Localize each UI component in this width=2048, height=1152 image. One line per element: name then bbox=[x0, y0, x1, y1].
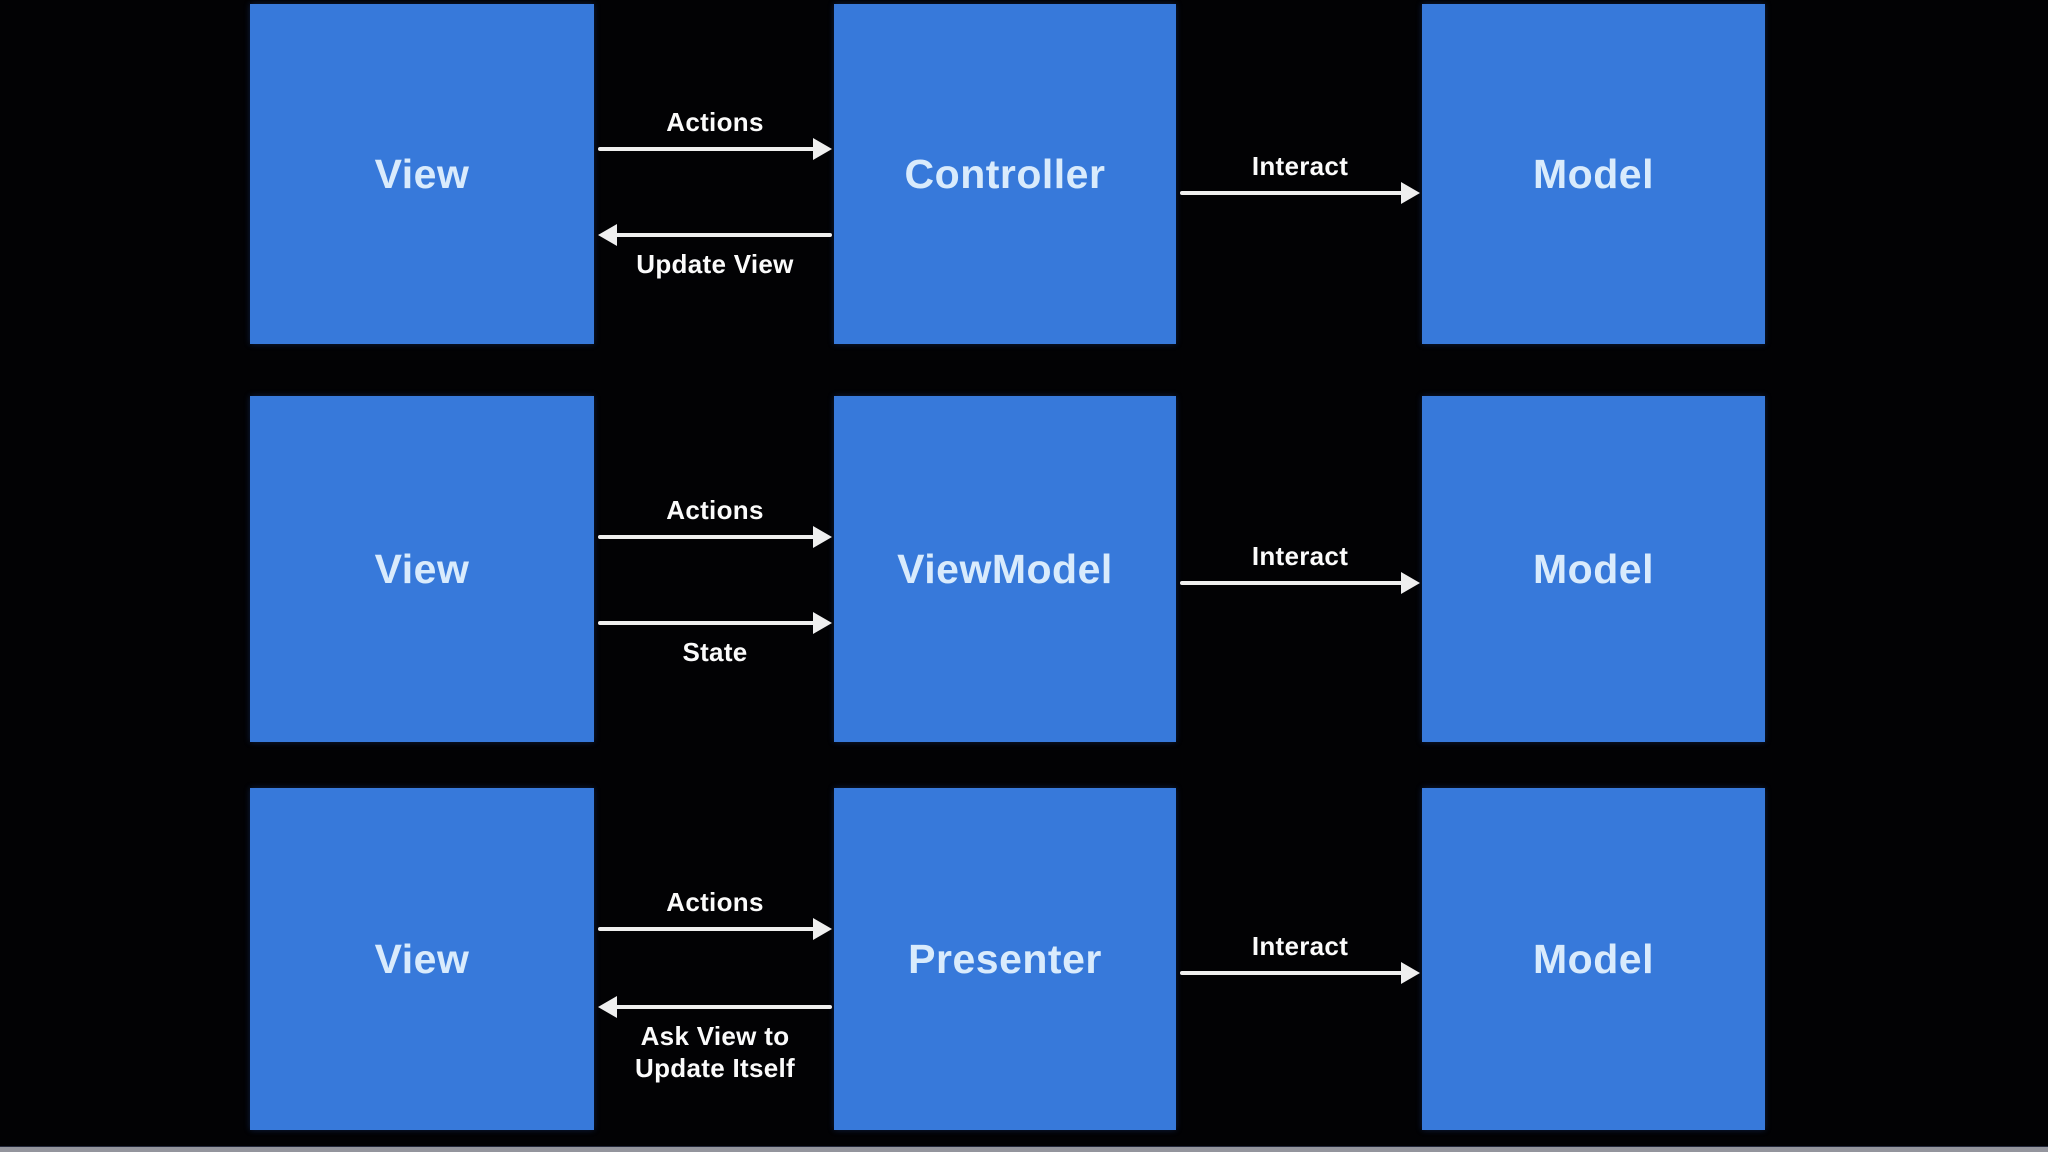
arrow-head-right-icon bbox=[1401, 572, 1420, 594]
box-presenter: Presenter bbox=[834, 788, 1176, 1130]
box-viewmodel: ViewModel bbox=[834, 396, 1176, 742]
box-controller: Controller bbox=[834, 4, 1176, 344]
arrow-line bbox=[1180, 971, 1406, 975]
bottom-edge-bar bbox=[0, 1146, 2048, 1152]
arrow-line bbox=[612, 233, 832, 237]
arrow-interact-row3-label: Interact bbox=[1251, 931, 1349, 961]
arrow-actions-row2-label: Actions bbox=[666, 495, 764, 525]
box-model-row3-label: Model bbox=[1533, 935, 1654, 982]
box-viewmodel-label: ViewModel bbox=[897, 545, 1113, 592]
arrow-line bbox=[598, 147, 818, 151]
arrow-update-view-label: Update View bbox=[636, 249, 794, 279]
arrow-head-right-icon bbox=[1401, 182, 1420, 204]
arrow-head-right-icon bbox=[813, 138, 832, 160]
box-view-row2-label: View bbox=[374, 545, 470, 592]
box-view-row3-label: View bbox=[374, 935, 470, 982]
arrow-line bbox=[598, 621, 818, 625]
arrow-state-label: State bbox=[682, 637, 748, 667]
box-model-row1-label: Model bbox=[1533, 150, 1654, 197]
box-model-row2-label: Model bbox=[1533, 545, 1654, 592]
box-controller-label: Controller bbox=[904, 150, 1106, 197]
arrow-interact-row1-label: Interact bbox=[1251, 151, 1349, 181]
box-view-row1-label: View bbox=[374, 150, 470, 197]
arrow-line bbox=[598, 535, 818, 539]
arrow-head-right-icon bbox=[813, 918, 832, 940]
arrow-line bbox=[612, 1005, 832, 1009]
arrow-head-right-icon bbox=[813, 526, 832, 548]
arrow-head-left-icon bbox=[598, 996, 617, 1018]
arrow-line bbox=[598, 927, 818, 931]
arrow-head-right-icon bbox=[813, 612, 832, 634]
box-presenter-label: Presenter bbox=[908, 935, 1102, 982]
box-view-row1: View bbox=[250, 4, 594, 344]
arrow-head-right-icon bbox=[1401, 962, 1420, 984]
box-model-row2: Model bbox=[1422, 396, 1765, 742]
arrow-interact-row2-label: Interact bbox=[1251, 541, 1349, 571]
box-model-row1: Model bbox=[1422, 4, 1765, 344]
arrow-head-left-icon bbox=[598, 224, 617, 246]
arrow-ask-view-to-update-label: Ask View to Update Itself bbox=[635, 1021, 795, 1083]
box-view-row2: View bbox=[250, 396, 594, 742]
arrow-line bbox=[1180, 581, 1406, 585]
arrow-actions-row3-label: Actions bbox=[666, 887, 764, 917]
arrow-line bbox=[1180, 191, 1406, 195]
arrow-actions-row1-label: Actions bbox=[666, 107, 764, 137]
box-view-row3: View bbox=[250, 788, 594, 1130]
box-model-row3: Model bbox=[1422, 788, 1765, 1130]
